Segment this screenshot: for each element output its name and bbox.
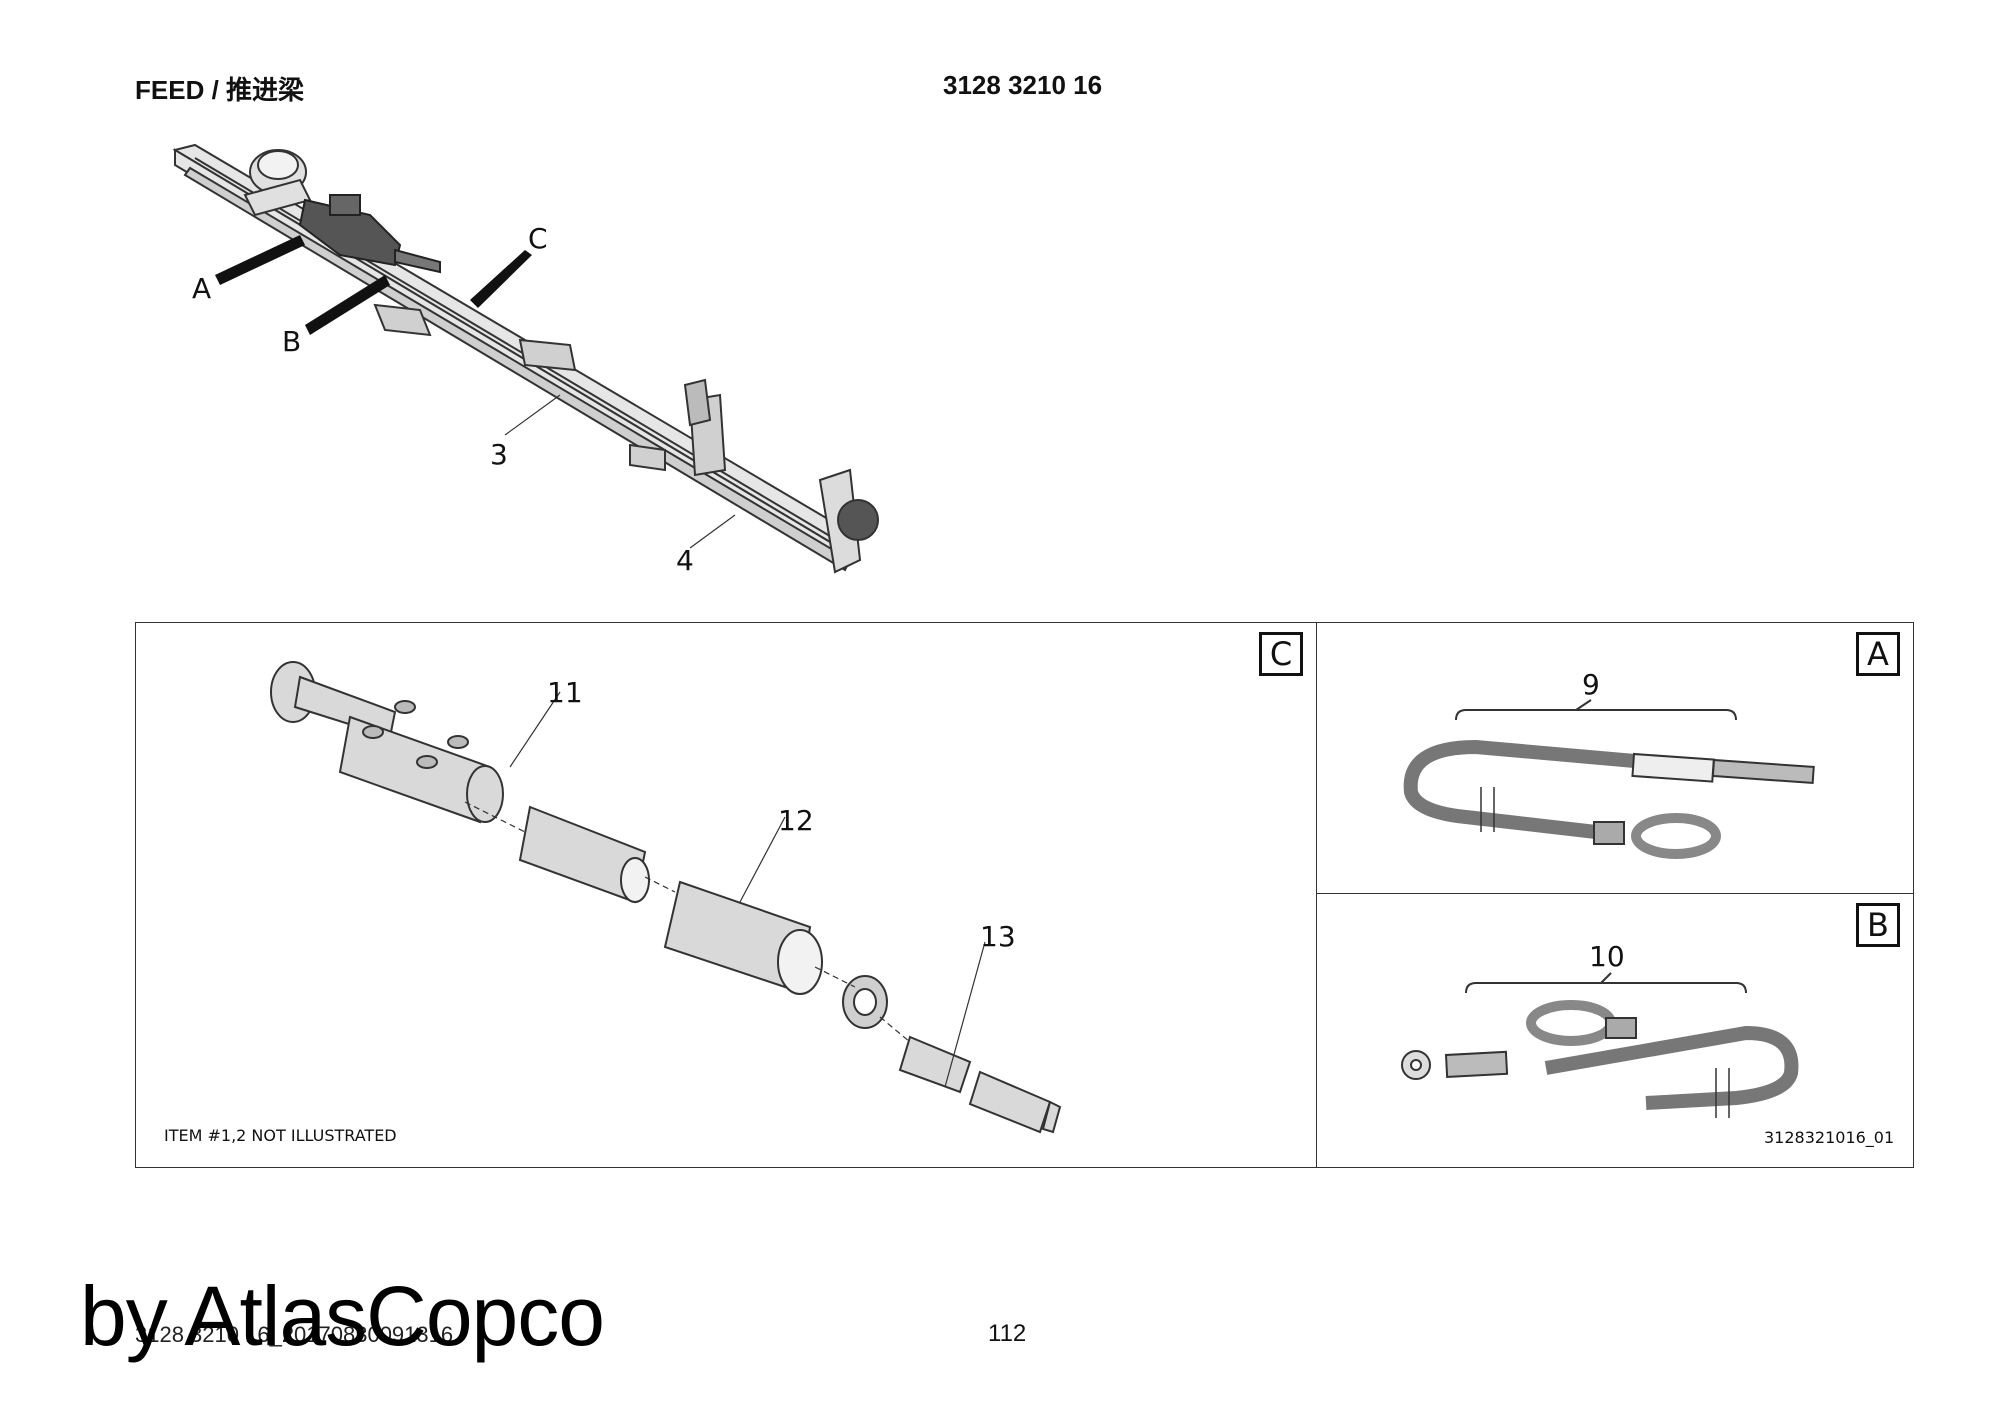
callout-item-4: 4 — [676, 544, 694, 577]
detail-b-illustration — [1401, 972, 1799, 1118]
detail-c-illustration — [270, 661, 1062, 1134]
callout-item-3: 3 — [490, 438, 508, 471]
panel-letter-a: A — [1856, 632, 1900, 676]
detail-panel-b — [1316, 893, 1914, 1168]
callout-a: A — [192, 272, 212, 305]
page-number: 112 — [988, 1320, 1027, 1347]
callout-b: B — [282, 325, 302, 358]
callout-pointers — [215, 235, 532, 335]
part-number: 3128 3210 16 — [943, 70, 1103, 100]
callout-item-9: 9 — [1582, 668, 1600, 701]
panel-letter-c: C — [1259, 632, 1303, 676]
callout-item-12: 12 — [778, 804, 814, 837]
centralizer-blocks — [373, 303, 727, 477]
hose-reel — [243, 149, 312, 217]
callout-item-11: 11 — [547, 676, 583, 709]
callout-c: C — [528, 222, 548, 255]
detail-a-illustration — [1403, 699, 1815, 859]
figure-id: 3128321016_01 — [1764, 1128, 1895, 1147]
end-bracket — [818, 468, 879, 574]
watermark: by AtlasCopco — [80, 1269, 605, 1363]
not-illustrated-note: ITEM #1,2 NOT ILLUSTRATED — [164, 1126, 397, 1145]
panel-letter-b: B — [1856, 903, 1900, 947]
rock-drill — [298, 194, 441, 274]
feed-overview-illustration — [172, 143, 879, 574]
page-title: FEED / 推进梁 — [135, 75, 305, 105]
callout-item-10: 10 — [1589, 940, 1625, 973]
callout-leaders — [504, 394, 736, 549]
callout-item-13: 13 — [980, 920, 1016, 953]
document-reference: 3128 3210 16_20170830091316 — [135, 1322, 454, 1347]
